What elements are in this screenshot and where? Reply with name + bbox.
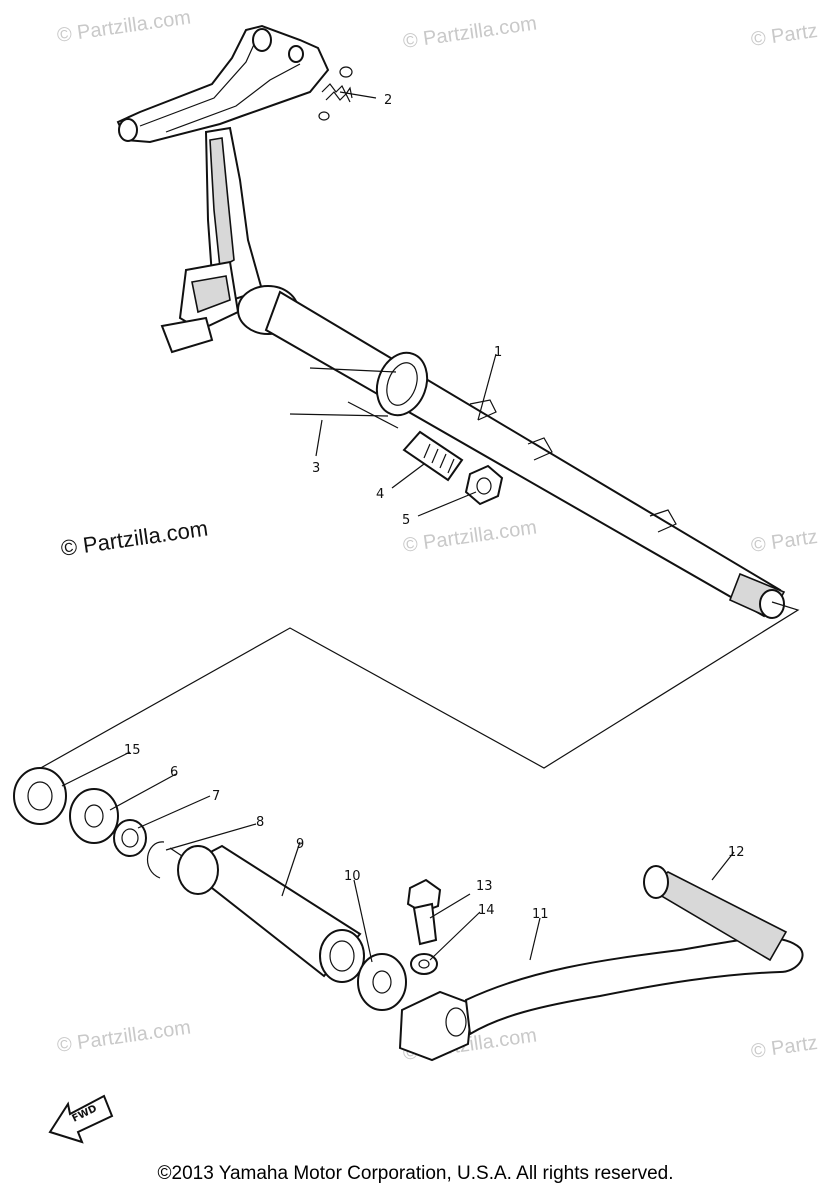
torsion-spring (289, 351, 429, 429)
callout-11: 11 (532, 907, 549, 922)
return-spring (318, 66, 353, 121)
callout-4: 4 (376, 487, 384, 502)
callout-7: 7 (212, 789, 220, 804)
callout-1: 1 (494, 345, 502, 360)
callout-9: 9 (296, 837, 304, 852)
watermark-bottom-right: © Partz (750, 1032, 819, 1063)
callout-12: 12 (728, 845, 745, 860)
copyright-notice: ©2013 Yamaha Motor Corporation, U.S.A. A… (157, 1163, 674, 1184)
callout-6: 6 (170, 765, 178, 780)
watermark-top-right: © Partz (750, 20, 819, 51)
watermark-mid-center: © Partzilla.com (402, 516, 539, 557)
callout-15: 15 (124, 743, 141, 758)
callout-2: 2 (384, 93, 392, 108)
leader-lines (61, 91, 735, 963)
pivot-bolt (402, 430, 464, 482)
callout-3: 3 (312, 461, 320, 476)
callout-8: 8 (256, 815, 264, 830)
callout-5: 5 (402, 513, 410, 528)
watermark-bottom-left: © Partzilla.com (56, 1016, 193, 1057)
callout-10: 10 (344, 869, 361, 884)
watermark-main: © Partzilla.com (59, 516, 209, 561)
callout-13: 13 (476, 879, 493, 894)
exploded-view-frame (28, 601, 800, 783)
pedal-assembly (13, 767, 804, 1062)
watermark-mid-right: © Partz (750, 526, 819, 557)
watermark-top-center: © Partzilla.com (402, 12, 539, 53)
shift-shaft-assembly (116, 24, 786, 620)
callout-14: 14 (478, 903, 495, 918)
fwd-arrow-icon: FWD (48, 1094, 114, 1144)
watermark-top-left: © Partzilla.com (56, 6, 193, 47)
hex-nut (464, 464, 504, 506)
